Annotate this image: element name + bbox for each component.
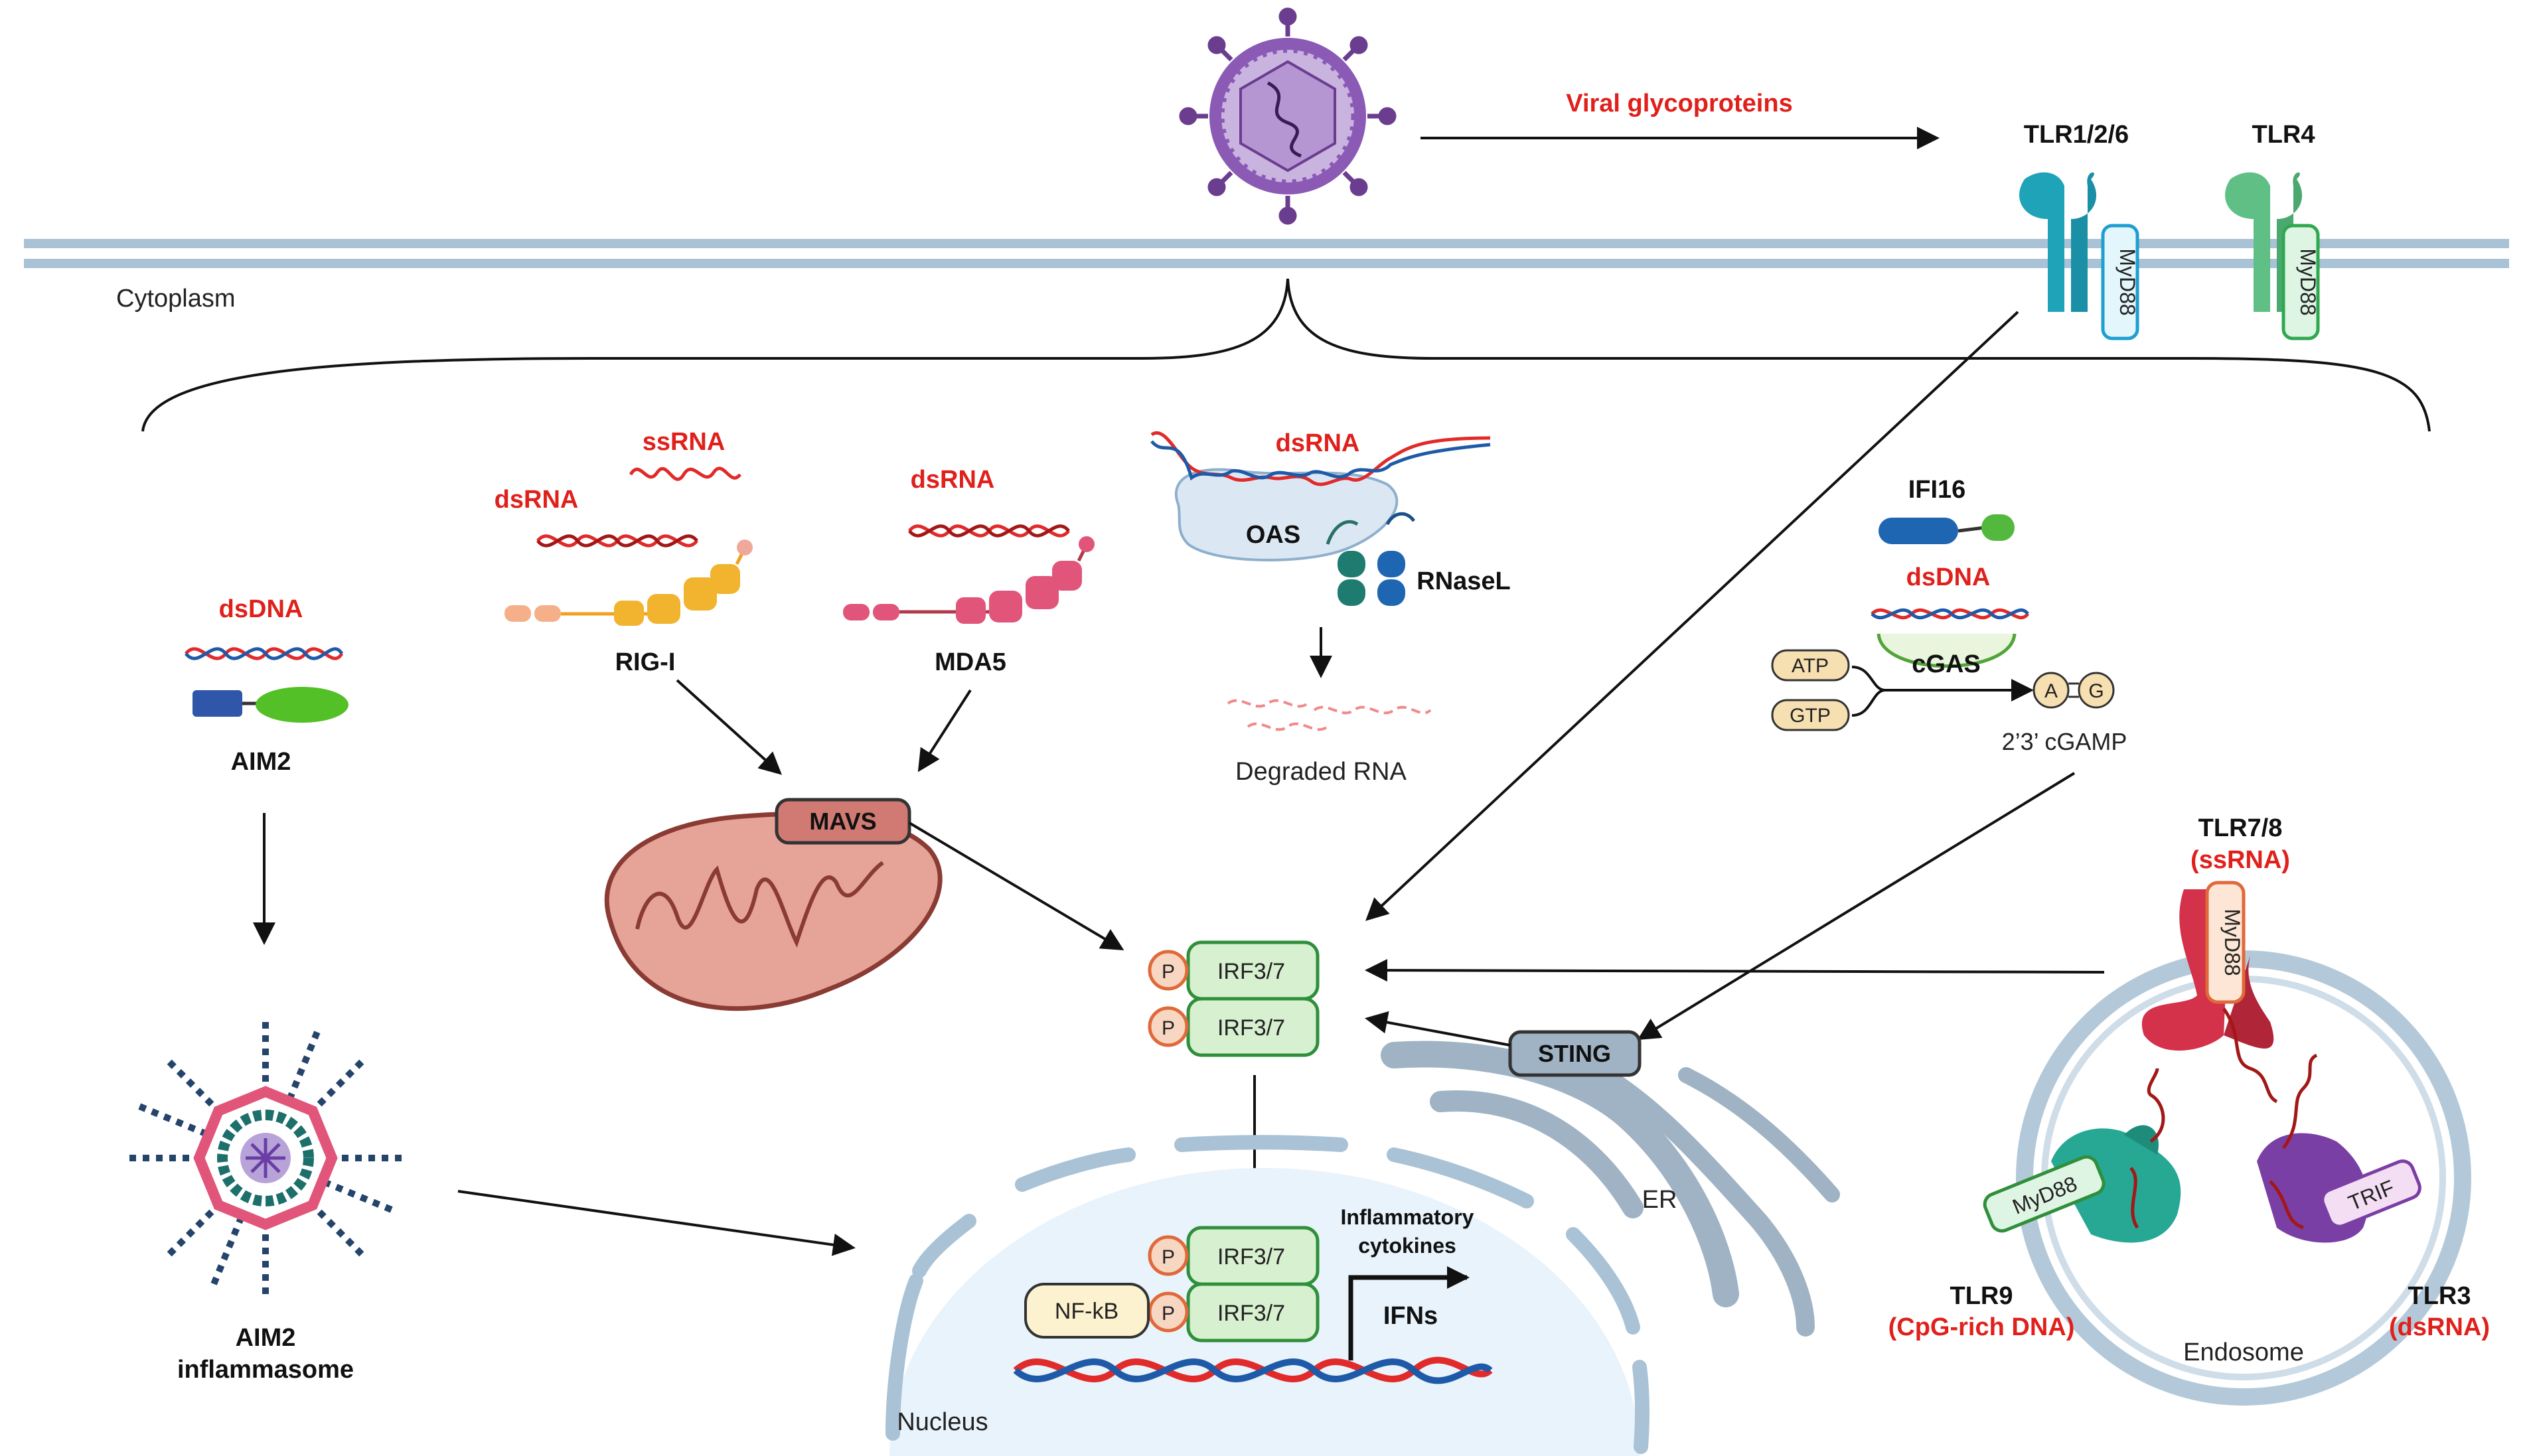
irf-label-4: IRF3/7 bbox=[1217, 1301, 1285, 1326]
cytoplasm-label: Cytoplasm bbox=[116, 285, 236, 313]
gtp-label: GTP bbox=[1790, 705, 1831, 727]
cgamp-g-label: G bbox=[2088, 680, 2104, 702]
sting-box bbox=[1508, 1030, 1642, 1077]
gtp-badge bbox=[1771, 699, 1850, 731]
tlr4-label: TLR4 bbox=[2252, 121, 2315, 149]
cgamp-a-label: A bbox=[2044, 680, 2058, 702]
cgas-protein-icon bbox=[1877, 633, 2017, 668]
mavs-label: MAVS bbox=[809, 808, 876, 835]
tlr3-ligand-label: (dsRNA) bbox=[2389, 1313, 2490, 1341]
nucleus-label: Nucleus bbox=[897, 1408, 988, 1436]
irf-dimer-nucleus bbox=[1148, 1226, 1320, 1343]
mitochondrion-icon bbox=[604, 812, 943, 1011]
tlr4-receptor-icon: MyD88 bbox=[2225, 172, 2320, 340]
dna-helix-icon bbox=[1013, 1356, 1493, 1384]
tlr126-label: TLR1/2/6 bbox=[2024, 121, 2129, 149]
p-label-3: P bbox=[1162, 1246, 1175, 1268]
atp-badge bbox=[1771, 649, 1850, 682]
er-label: ER bbox=[1642, 1186, 1677, 1214]
virus-icon bbox=[1179, 7, 1397, 225]
tlr78-receptor-icon: MyD88 bbox=[2141, 881, 2278, 1104]
tlr126-receptor-icon: MyD88 bbox=[2019, 172, 2139, 340]
irf-label-2: IRF3/7 bbox=[1217, 1015, 1285, 1041]
endosome-label: Endosome bbox=[2183, 1339, 2304, 1366]
ifi16-label: IFI16 bbox=[1908, 476, 1966, 504]
rnasel-label: RNaseL bbox=[1417, 567, 1511, 595]
dsrna-strand-rigi bbox=[536, 534, 698, 547]
plasma-membrane bbox=[24, 239, 2509, 268]
viral-glycoproteins-label: Viral glycoproteins bbox=[1566, 90, 1792, 117]
cgas-reaction-arrow bbox=[1851, 666, 2031, 717]
rig-i-ssrna-label: ssRNA bbox=[643, 428, 726, 456]
rig-i-label: RIG-I bbox=[615, 648, 676, 676]
nfkb-label: NF-kB bbox=[1055, 1299, 1118, 1324]
dna-helix-icon bbox=[1150, 431, 1491, 486]
p-label-1: P bbox=[1162, 961, 1175, 983]
oas-label: OAS bbox=[1246, 521, 1300, 549]
tlr78-label: TLR7/8 bbox=[2198, 814, 2283, 842]
rig-i-protein-icon bbox=[504, 540, 753, 626]
aim2-dsdna-label: dsDNA bbox=[219, 595, 303, 623]
transcription-arrow bbox=[1348, 1266, 1470, 1360]
aim2-label: AIM2 bbox=[231, 748, 291, 776]
nfkb-badge bbox=[1024, 1283, 1150, 1339]
aim2-inflammasome-label-1: AIM2 bbox=[236, 1324, 296, 1352]
myd88-tlr78: MyD88 bbox=[2220, 909, 2244, 976]
tlr3-receptor-icon: TRIF bbox=[2257, 1053, 2421, 1243]
ifi16-protein-icon bbox=[1879, 514, 2015, 544]
endoplasmic-reticulum-icon bbox=[1381, 1041, 1840, 1337]
ssrna-strand bbox=[629, 467, 741, 481]
ifns-label: IFNs bbox=[1383, 1302, 1438, 1330]
irf-dimer-cytoplasm bbox=[1148, 940, 1320, 1057]
irf-label-3: IRF3/7 bbox=[1217, 1244, 1285, 1270]
p-label-4: P bbox=[1162, 1303, 1175, 1325]
inflammatory-label-2: cytokines bbox=[1358, 1234, 1456, 1258]
sting-label: STING bbox=[1538, 1040, 1611, 1067]
cgas-dsdna-label: dsDNA bbox=[1906, 563, 1991, 591]
myd88-tlr4: MyD88 bbox=[2296, 248, 2320, 315]
inflammasome-icon bbox=[126, 1019, 405, 1297]
rnasel-protein-icon bbox=[1326, 512, 1416, 606]
tlr3-label: TLR3 bbox=[2408, 1282, 2471, 1310]
mda5-label: MDA5 bbox=[935, 648, 1006, 676]
degraded-rna-label: Degraded RNA bbox=[1235, 758, 1407, 786]
irf-label-1: IRF3/7 bbox=[1217, 959, 1285, 984]
dna-helix-icon bbox=[1871, 608, 2029, 620]
rig-i-dsrna-label: dsRNA bbox=[495, 486, 579, 514]
cytoplasm-brace bbox=[141, 278, 2431, 432]
aim2-inflammasome-label-2: inflammasome bbox=[177, 1356, 354, 1384]
inflammatory-label-1: Inflammatory bbox=[1341, 1205, 1474, 1229]
aim2-protein-icon bbox=[192, 687, 348, 723]
cgamp-label: 2’3’ cGAMP bbox=[2002, 728, 2127, 755]
mavs-box bbox=[775, 798, 911, 845]
myd88-tlr126: MyD88 bbox=[2115, 248, 2139, 315]
dsrna-strand-mda5 bbox=[908, 524, 1070, 538]
mda5-protein-icon bbox=[843, 536, 1095, 624]
oas-dsrna-label: dsRNA bbox=[1276, 429, 1360, 457]
tlr9-receptor-icon: MyD88 bbox=[1983, 1068, 2181, 1243]
tlr9-ligand-label: (CpG-rich DNA) bbox=[1888, 1313, 2075, 1341]
mda5-dsrna-label: dsRNA bbox=[911, 466, 995, 494]
atp-label: ATP bbox=[1792, 655, 1829, 677]
tlr9-label: TLR9 bbox=[1950, 1282, 2013, 1310]
dna-helix-icon bbox=[185, 647, 344, 660]
tlr78-ligand-label: (ssRNA) bbox=[2190, 846, 2290, 874]
cgas-label: cGAS bbox=[1912, 650, 1980, 678]
p-label-2: P bbox=[1162, 1017, 1175, 1039]
degraded-rna-icon bbox=[1227, 699, 1432, 731]
cgamp-icon bbox=[2033, 672, 2115, 709]
